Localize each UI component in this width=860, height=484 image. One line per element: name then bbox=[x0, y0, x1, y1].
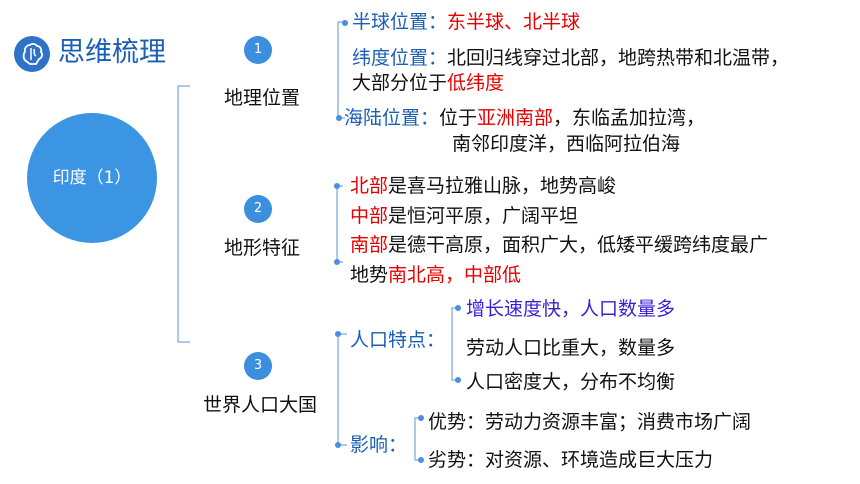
bracket-terrain bbox=[336, 185, 343, 263]
impact-item: 优势：劳动力资源丰富；消费市场广阔 bbox=[428, 411, 752, 433]
bullet bbox=[418, 457, 424, 463]
bracket-population bbox=[337, 333, 347, 446]
root-node: 印度（1） bbox=[27, 113, 157, 243]
latitude-position: 纬度位置：北回归线穿过北部，地跨热带和北温带， bbox=[352, 47, 790, 69]
trait-item: 劳动人口比重大，数量多 bbox=[466, 337, 676, 359]
trait-item: 人口密度大，分布不均衡 bbox=[466, 371, 676, 393]
terrain-overall: 地势南北高，中部低 bbox=[350, 264, 522, 286]
sea-land-position-line2: 南邻印度洋，西临阿拉伯海 bbox=[452, 133, 681, 155]
section-number-3: 3 bbox=[244, 352, 272, 380]
trait-item: 增长速度快，人口数量多 bbox=[466, 298, 676, 320]
bullet bbox=[418, 415, 424, 421]
bracket-location bbox=[337, 21, 345, 119]
bullet bbox=[335, 331, 341, 337]
terrain-central: 中部是恒河平原，广阔平坦 bbox=[350, 205, 579, 227]
bracket-impact bbox=[414, 417, 421, 461]
brain-icon bbox=[14, 36, 50, 72]
bullet bbox=[342, 20, 348, 26]
sea-land-position: 海陆位置：位于亚洲南部，东临孟加拉湾， bbox=[344, 107, 706, 129]
main-bracket bbox=[177, 85, 190, 343]
section-number-1: 1 bbox=[244, 36, 272, 64]
terrain-south: 南部是德干高原，面积广大，低矮平缓跨纬度最广 bbox=[350, 234, 769, 256]
hemisphere-position: 半球位置：东半球、北半球 bbox=[352, 11, 581, 33]
page-title: 思维梳理 bbox=[58, 37, 166, 68]
bullet bbox=[336, 115, 342, 121]
bullet bbox=[455, 377, 461, 383]
bullet bbox=[334, 259, 340, 265]
bracket-traits bbox=[451, 307, 458, 381]
section-title-terrain: 地形特征 bbox=[224, 237, 301, 259]
root-label: 印度（1） bbox=[52, 168, 132, 188]
bullet bbox=[334, 183, 340, 189]
section-title-location: 地理位置 bbox=[224, 87, 301, 109]
terrain-north: 北部是喜马拉雅山脉，地势高峻 bbox=[350, 175, 617, 197]
impact-label: 影响： bbox=[350, 434, 408, 456]
section-title-population: 世界人口大国 bbox=[203, 394, 318, 416]
latitude-position-line2: 大部分位于低纬度 bbox=[352, 72, 505, 94]
impact-item: 劣势：对资源、环境造成巨大压力 bbox=[428, 449, 714, 471]
population-traits-label: 人口特点： bbox=[350, 329, 446, 351]
section-number-2: 2 bbox=[244, 195, 272, 223]
bullet bbox=[455, 305, 461, 311]
bullet bbox=[335, 442, 341, 448]
